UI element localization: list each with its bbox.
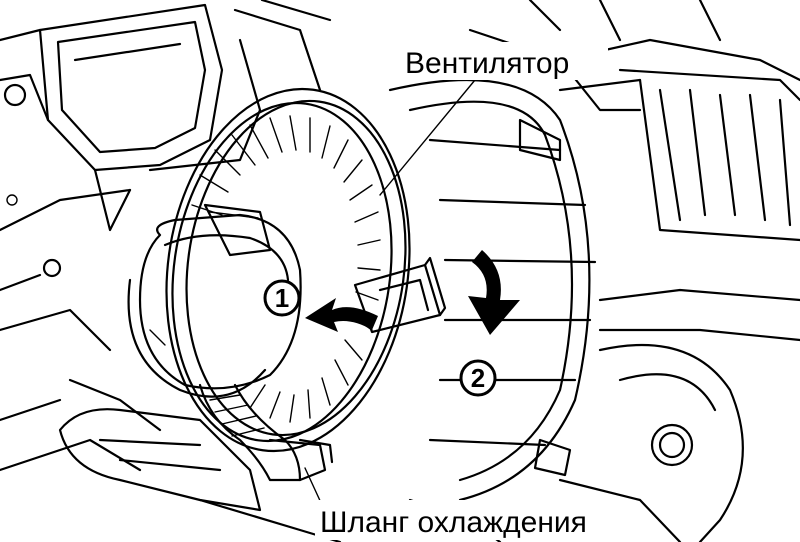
step2-number: 2	[471, 363, 485, 393]
fan-label: Вентилятор	[405, 47, 569, 80]
blower-housing-drum	[388, 78, 597, 502]
step2-marker: 2	[459, 359, 497, 397]
step1-marker: 1	[263, 279, 301, 317]
cooling-hose	[198, 383, 334, 482]
hose-leader-line	[304, 467, 323, 506]
blower-motor	[127, 203, 302, 398]
step1-number: 1	[275, 283, 289, 313]
hose-label: Шланг охлаждения	[320, 506, 587, 539]
fan-blades	[191, 115, 381, 423]
heater-housing-left	[0, 0, 332, 472]
step1-arrow	[305, 298, 378, 332]
heater-housing-right	[468, 0, 800, 342]
fan-leader-line	[379, 79, 476, 196]
step2-arrow	[468, 250, 520, 335]
blower-fan	[165, 87, 411, 453]
lower-bracket	[58, 408, 342, 542]
